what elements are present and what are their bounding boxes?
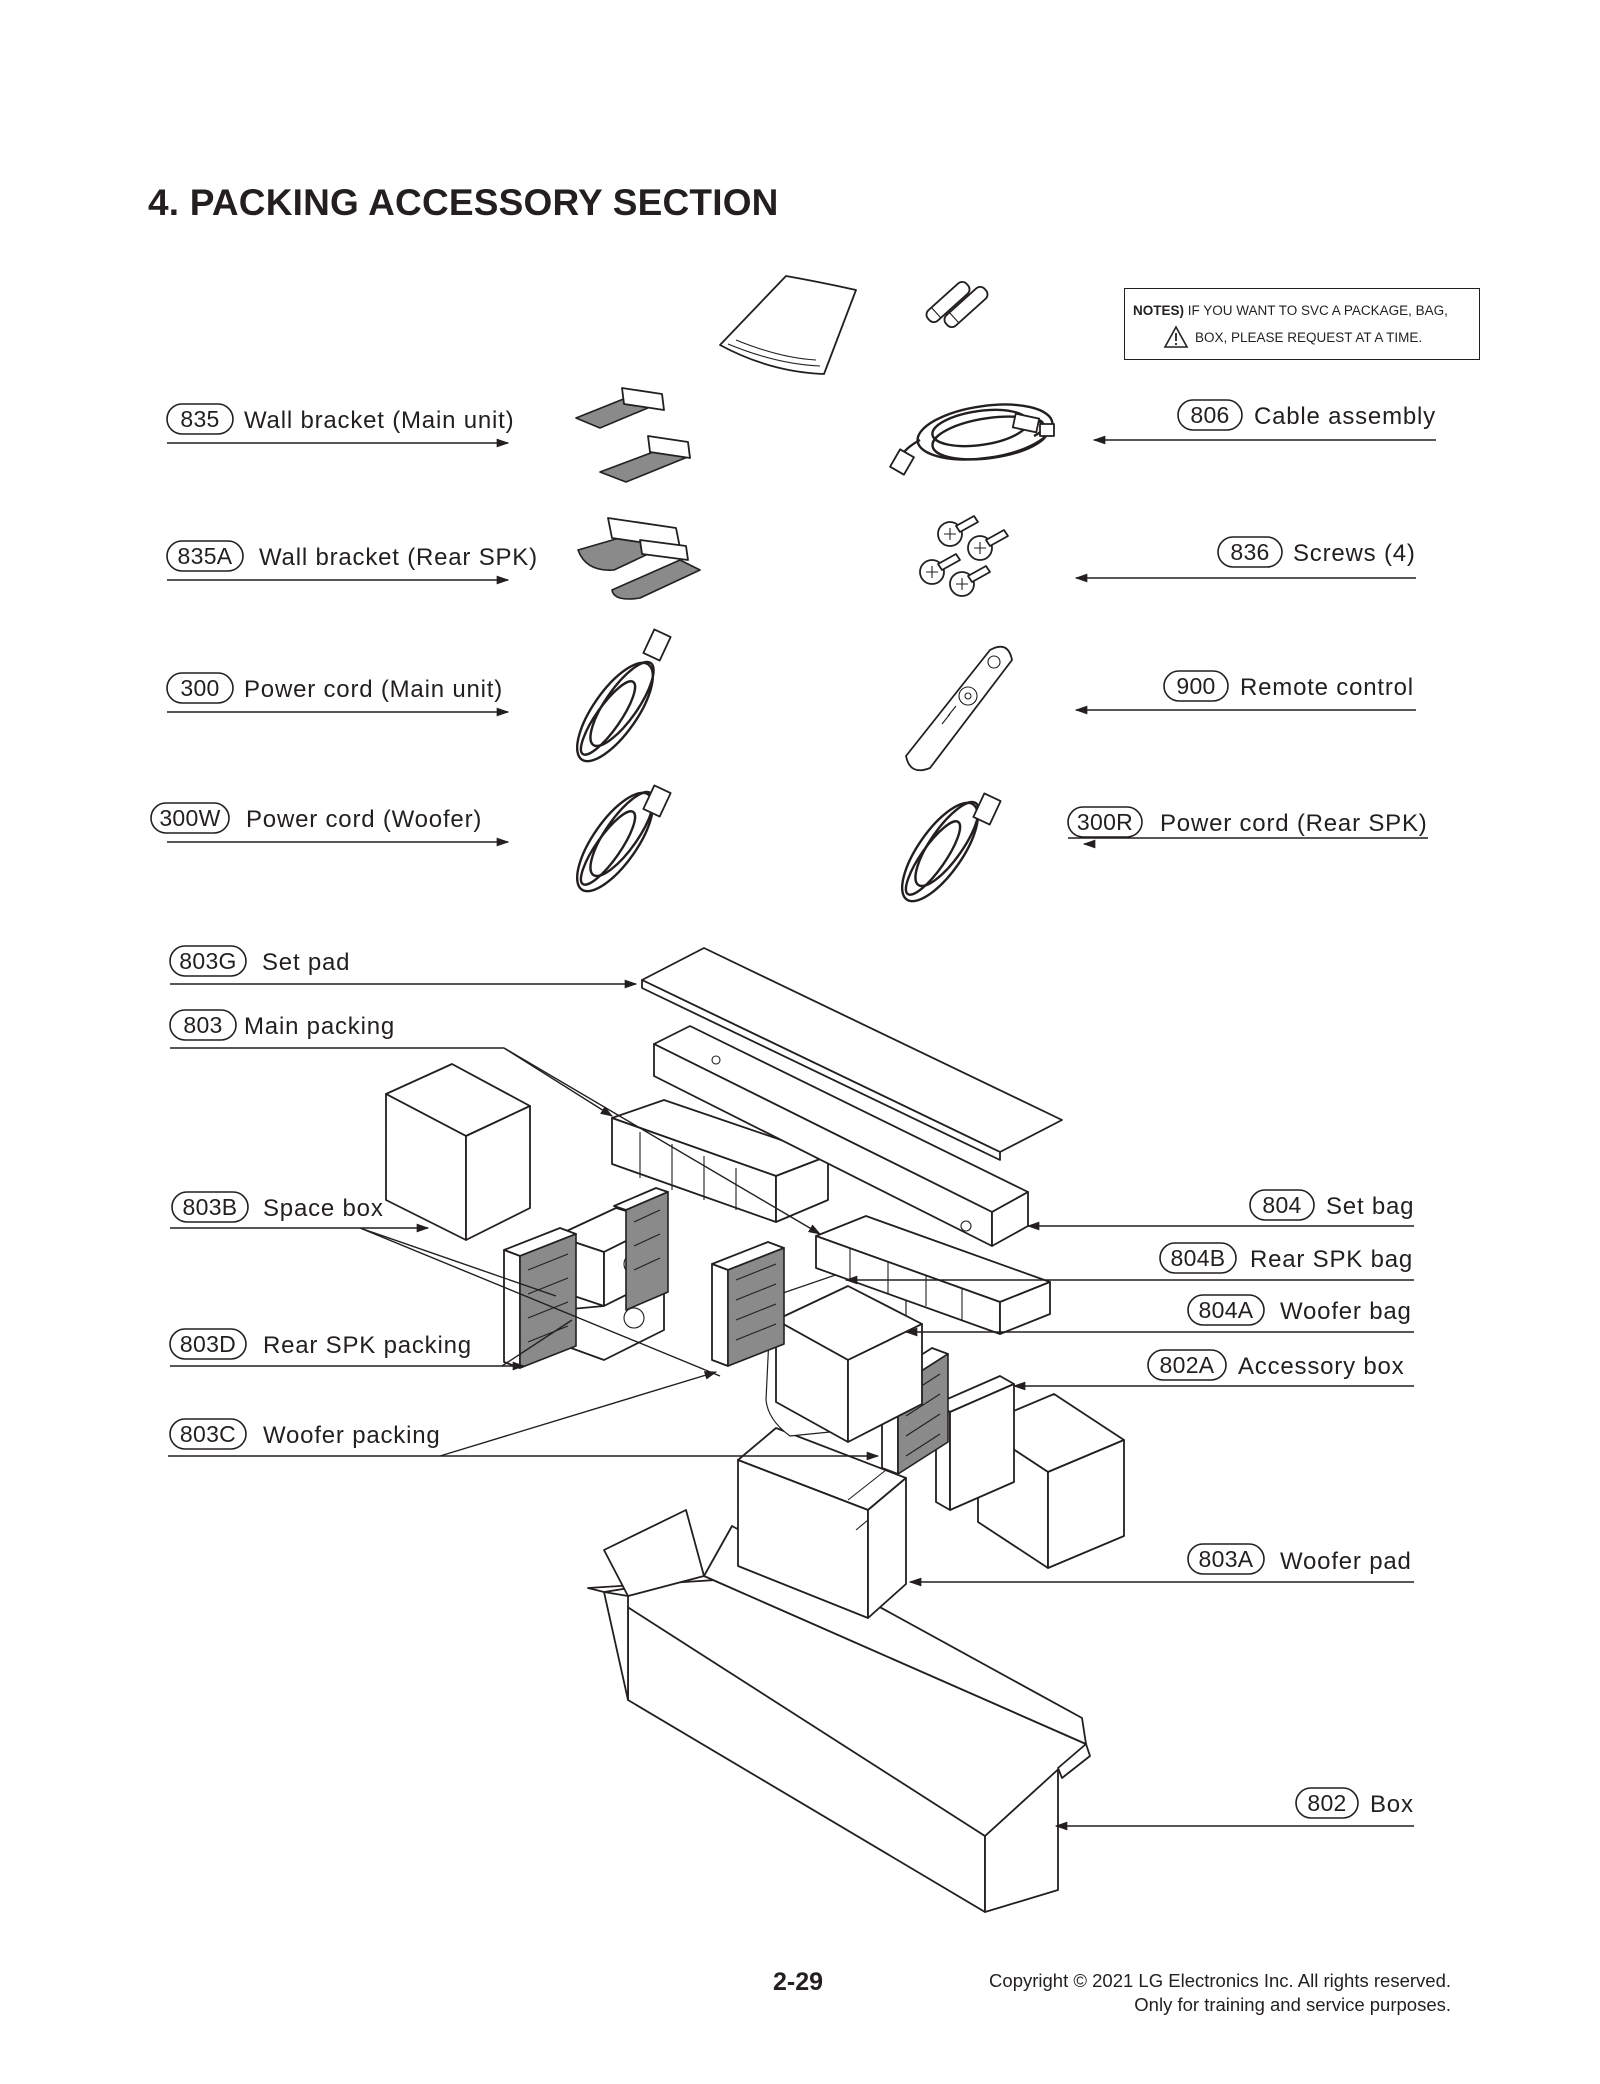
part-code: 835A (178, 543, 233, 569)
part-name: Screws (4) (1293, 540, 1416, 567)
wall-bracket-main-unit (575, 387, 691, 483)
part-code: 803D (180, 1331, 236, 1357)
label-804b: 804B Rear SPK bag (1159, 1242, 1413, 1274)
copyright: Copyright © 2021 LG Electronics Inc. All… (989, 1969, 1451, 2017)
main-unit-soundbar (653, 1025, 1029, 1247)
part-name: Set pad (262, 949, 350, 976)
part-code: 804B (1171, 1245, 1226, 1271)
part-code: 802A (1160, 1352, 1215, 1378)
label-802a: 802A Accessory box (1147, 1349, 1404, 1381)
remote-control (905, 645, 1013, 772)
part-name: Power cord (Rear SPK) (1160, 810, 1428, 837)
notes-text-1: IF YOU WANT TO SVC A PACKAGE, BAG, (1187, 303, 1448, 318)
label-836: 836 Screws (4) (1217, 536, 1416, 568)
part-name: Space box (263, 1195, 384, 1222)
part-name: Set bag (1326, 1193, 1414, 1220)
power-cord-woofer (575, 784, 672, 893)
part-code: 804 (1262, 1192, 1301, 1218)
label-835a: 835A Wall bracket (Rear SPK) (166, 540, 538, 572)
label-300r: 300R Power cord (Rear SPK) (1067, 806, 1428, 839)
label-803c: 803C Woofer packing (169, 1418, 441, 1450)
part-code: 803C (180, 1421, 236, 1447)
copyright-line-2: Only for training and service purposes. (1134, 1994, 1451, 2015)
part-name: Power cord (Main unit) (244, 676, 503, 703)
label-835: 835 Wall bracket (Main unit) (166, 403, 514, 435)
set-pad-803g (641, 947, 1063, 1161)
label-803d: 803D Rear SPK packing (169, 1328, 472, 1360)
part-code: 300W (159, 805, 220, 831)
part-code: 804A (1199, 1297, 1254, 1323)
label-803a: 803A Woofer pad (1187, 1543, 1412, 1575)
rear-speakers (503, 1187, 669, 1369)
label-803g: 803G Set pad (169, 945, 350, 977)
part-name: Box (1370, 1791, 1414, 1818)
screws (919, 515, 1009, 597)
part-code: 835 (180, 406, 219, 432)
part-name: Remote control (1240, 674, 1414, 701)
notes-prefix: NOTES) (1133, 303, 1185, 318)
copyright-line-1: Copyright © 2021 LG Electronics Inc. All… (989, 1970, 1451, 1991)
part-code: 300R (1077, 809, 1133, 835)
page-number: 2-29 (773, 1968, 824, 1996)
part-name: Power cord (Woofer) (246, 806, 482, 833)
part-code: 806 (1190, 402, 1229, 428)
power-cord-main-unit (575, 628, 672, 763)
rear-spk-packing-middle (711, 1241, 785, 1367)
part-code: 802 (1307, 1790, 1346, 1816)
part-name: Woofer packing (263, 1422, 441, 1449)
part-name: Cable assembly (1254, 403, 1436, 430)
page-title: 4. PACKING ACCESSORY SECTION (148, 182, 779, 223)
notes-text-2: BOX, PLEASE REQUEST AT A TIME. (1195, 330, 1423, 345)
main-packing-803 (611, 1099, 1051, 1335)
part-name: Rear SPK bag (1250, 1246, 1413, 1273)
part-name: Wall bracket (Main unit) (244, 407, 514, 434)
part-name: Wall bracket (Rear SPK) (259, 544, 538, 571)
warning-icon (1163, 325, 1189, 348)
part-code: 900 (1176, 673, 1215, 699)
woofer-pad-803a (737, 1427, 907, 1619)
power-cord-rear-spk (900, 792, 1002, 903)
cable-assembly (889, 403, 1055, 476)
part-code: 803 (183, 1012, 222, 1038)
manual-icon (719, 275, 857, 375)
label-804: 804 Set bag (1249, 1189, 1414, 1221)
label-806: 806 Cable assembly (1177, 399, 1436, 431)
wall-bracket-rear-spk (577, 517, 701, 600)
label-900: 900 Remote control (1163, 670, 1414, 702)
woofer-bag-804a (765, 1268, 923, 1443)
part-name: Accessory box (1238, 1353, 1404, 1380)
part-name: Woofer pad (1280, 1548, 1412, 1575)
part-code: 803B (183, 1194, 238, 1220)
label-804a: 804A Woofer bag (1187, 1294, 1412, 1326)
notes-box: NOTES) IF YOU WANT TO SVC A PACKAGE, BAG… (1124, 288, 1480, 360)
part-code: 300 (180, 675, 219, 701)
label-802: 802 Box (1295, 1787, 1414, 1819)
part-name: Woofer bag (1280, 1298, 1412, 1325)
part-name: Rear SPK packing (263, 1332, 472, 1359)
label-300w: 300W Power cord (Woofer) (150, 802, 482, 834)
space-box-803b (385, 1063, 531, 1241)
label-803: 803 Main packing (169, 1009, 395, 1041)
part-code: 836 (1230, 539, 1269, 565)
batteries-icon (925, 280, 989, 329)
notes-line-1: NOTES) IF YOU WANT TO SVC A PACKAGE, BAG… (1133, 303, 1448, 318)
part-name: Main packing (244, 1013, 395, 1040)
label-803b: 803B Space box (171, 1191, 384, 1223)
part-code: 803G (179, 948, 236, 974)
part-code: 803A (1199, 1546, 1254, 1572)
label-300: 300 Power cord (Main unit) (166, 672, 503, 704)
